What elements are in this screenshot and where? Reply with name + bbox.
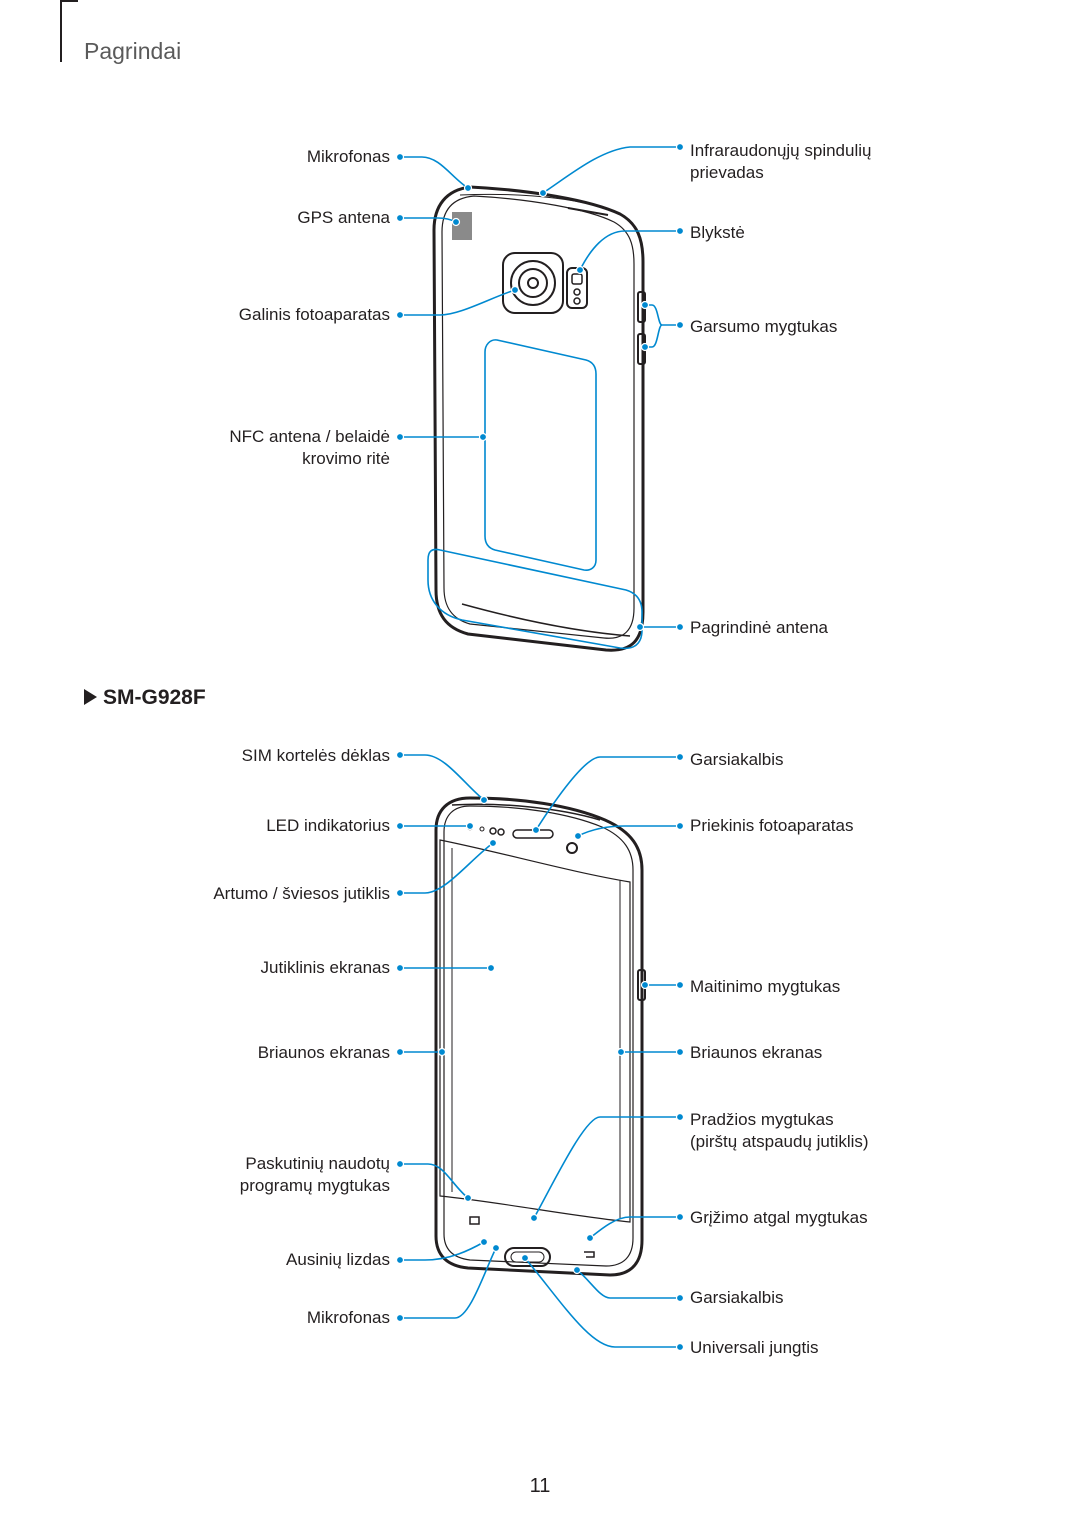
label-recent-apps-1: Paskutinių naudotų: [245, 1154, 390, 1173]
label-home-key-2: (pirštų atspaudų jutiklis): [690, 1132, 869, 1151]
phone-front-illustration: [434, 796, 646, 1277]
label-nfc-2: krovimo ritė: [302, 449, 390, 468]
label-nfc-1: NFC antena / belaidė: [229, 427, 390, 446]
label-usb-connector: Universali jungtis: [690, 1338, 819, 1357]
label-power-key: Maitinimo mygtukas: [690, 977, 841, 996]
label-led: LED indikatorius: [266, 816, 390, 835]
callout-dots-back: [395, 142, 685, 632]
label-front-camera: Priekinis fotoaparatas: [690, 816, 854, 835]
label-speaker-top: Garsiakalbis: [690, 750, 784, 769]
callout-dots-front: [395, 750, 685, 1352]
label-speaker-bottom: Garsiakalbis: [690, 1288, 784, 1307]
label-main-antenna: Pagrindinė antena: [690, 618, 829, 637]
label-front-mic: Mikrofonas: [306, 1308, 390, 1327]
callouts-front: [400, 754, 680, 1348]
section-title: Pagrindai: [84, 38, 182, 64]
label-rear-camera: Galinis fotoaparatas: [238, 305, 390, 324]
label-ir-port-1: Infraraudonųjų spindulių: [690, 141, 872, 160]
label-back-mic: Mikrofonas: [306, 147, 390, 166]
label-gps-antenna: GPS antena: [297, 208, 390, 227]
label-touchscreen: Jutiklinis ekranas: [260, 958, 390, 977]
label-home-key-1: Pradžios mygtukas: [690, 1110, 834, 1129]
page-corner-mark: [60, 0, 62, 62]
label-flash: Blykstė: [690, 223, 745, 242]
page-corner-mark-top: [60, 0, 78, 2]
label-volume-key: Garsumo mygtukas: [690, 317, 838, 336]
callouts-back: [400, 146, 680, 650]
model-heading: SM-G928F: [84, 686, 206, 710]
page-number: 11: [529, 1475, 551, 1497]
label-back-key: Grįžimo atgal mygtukas: [690, 1208, 868, 1227]
label-edge-screen-left: Briaunos ekranas: [257, 1043, 390, 1062]
label-sim-tray: SIM kortelės dėklas: [241, 746, 390, 765]
phone-back-illustration: [432, 185, 646, 652]
label-recent-apps-2: programų mygtukas: [239, 1176, 390, 1195]
label-ir-port-2: prievadas: [690, 163, 764, 182]
label-earphone-jack: Ausinių lizdas: [286, 1250, 390, 1269]
model-name: SM-G928F: [103, 686, 206, 709]
arrow-icon: [84, 689, 97, 705]
label-proximity-sensor: Artumo / šviesos jutiklis: [213, 884, 390, 903]
label-edge-screen-right: Briaunos ekranas: [690, 1043, 823, 1062]
